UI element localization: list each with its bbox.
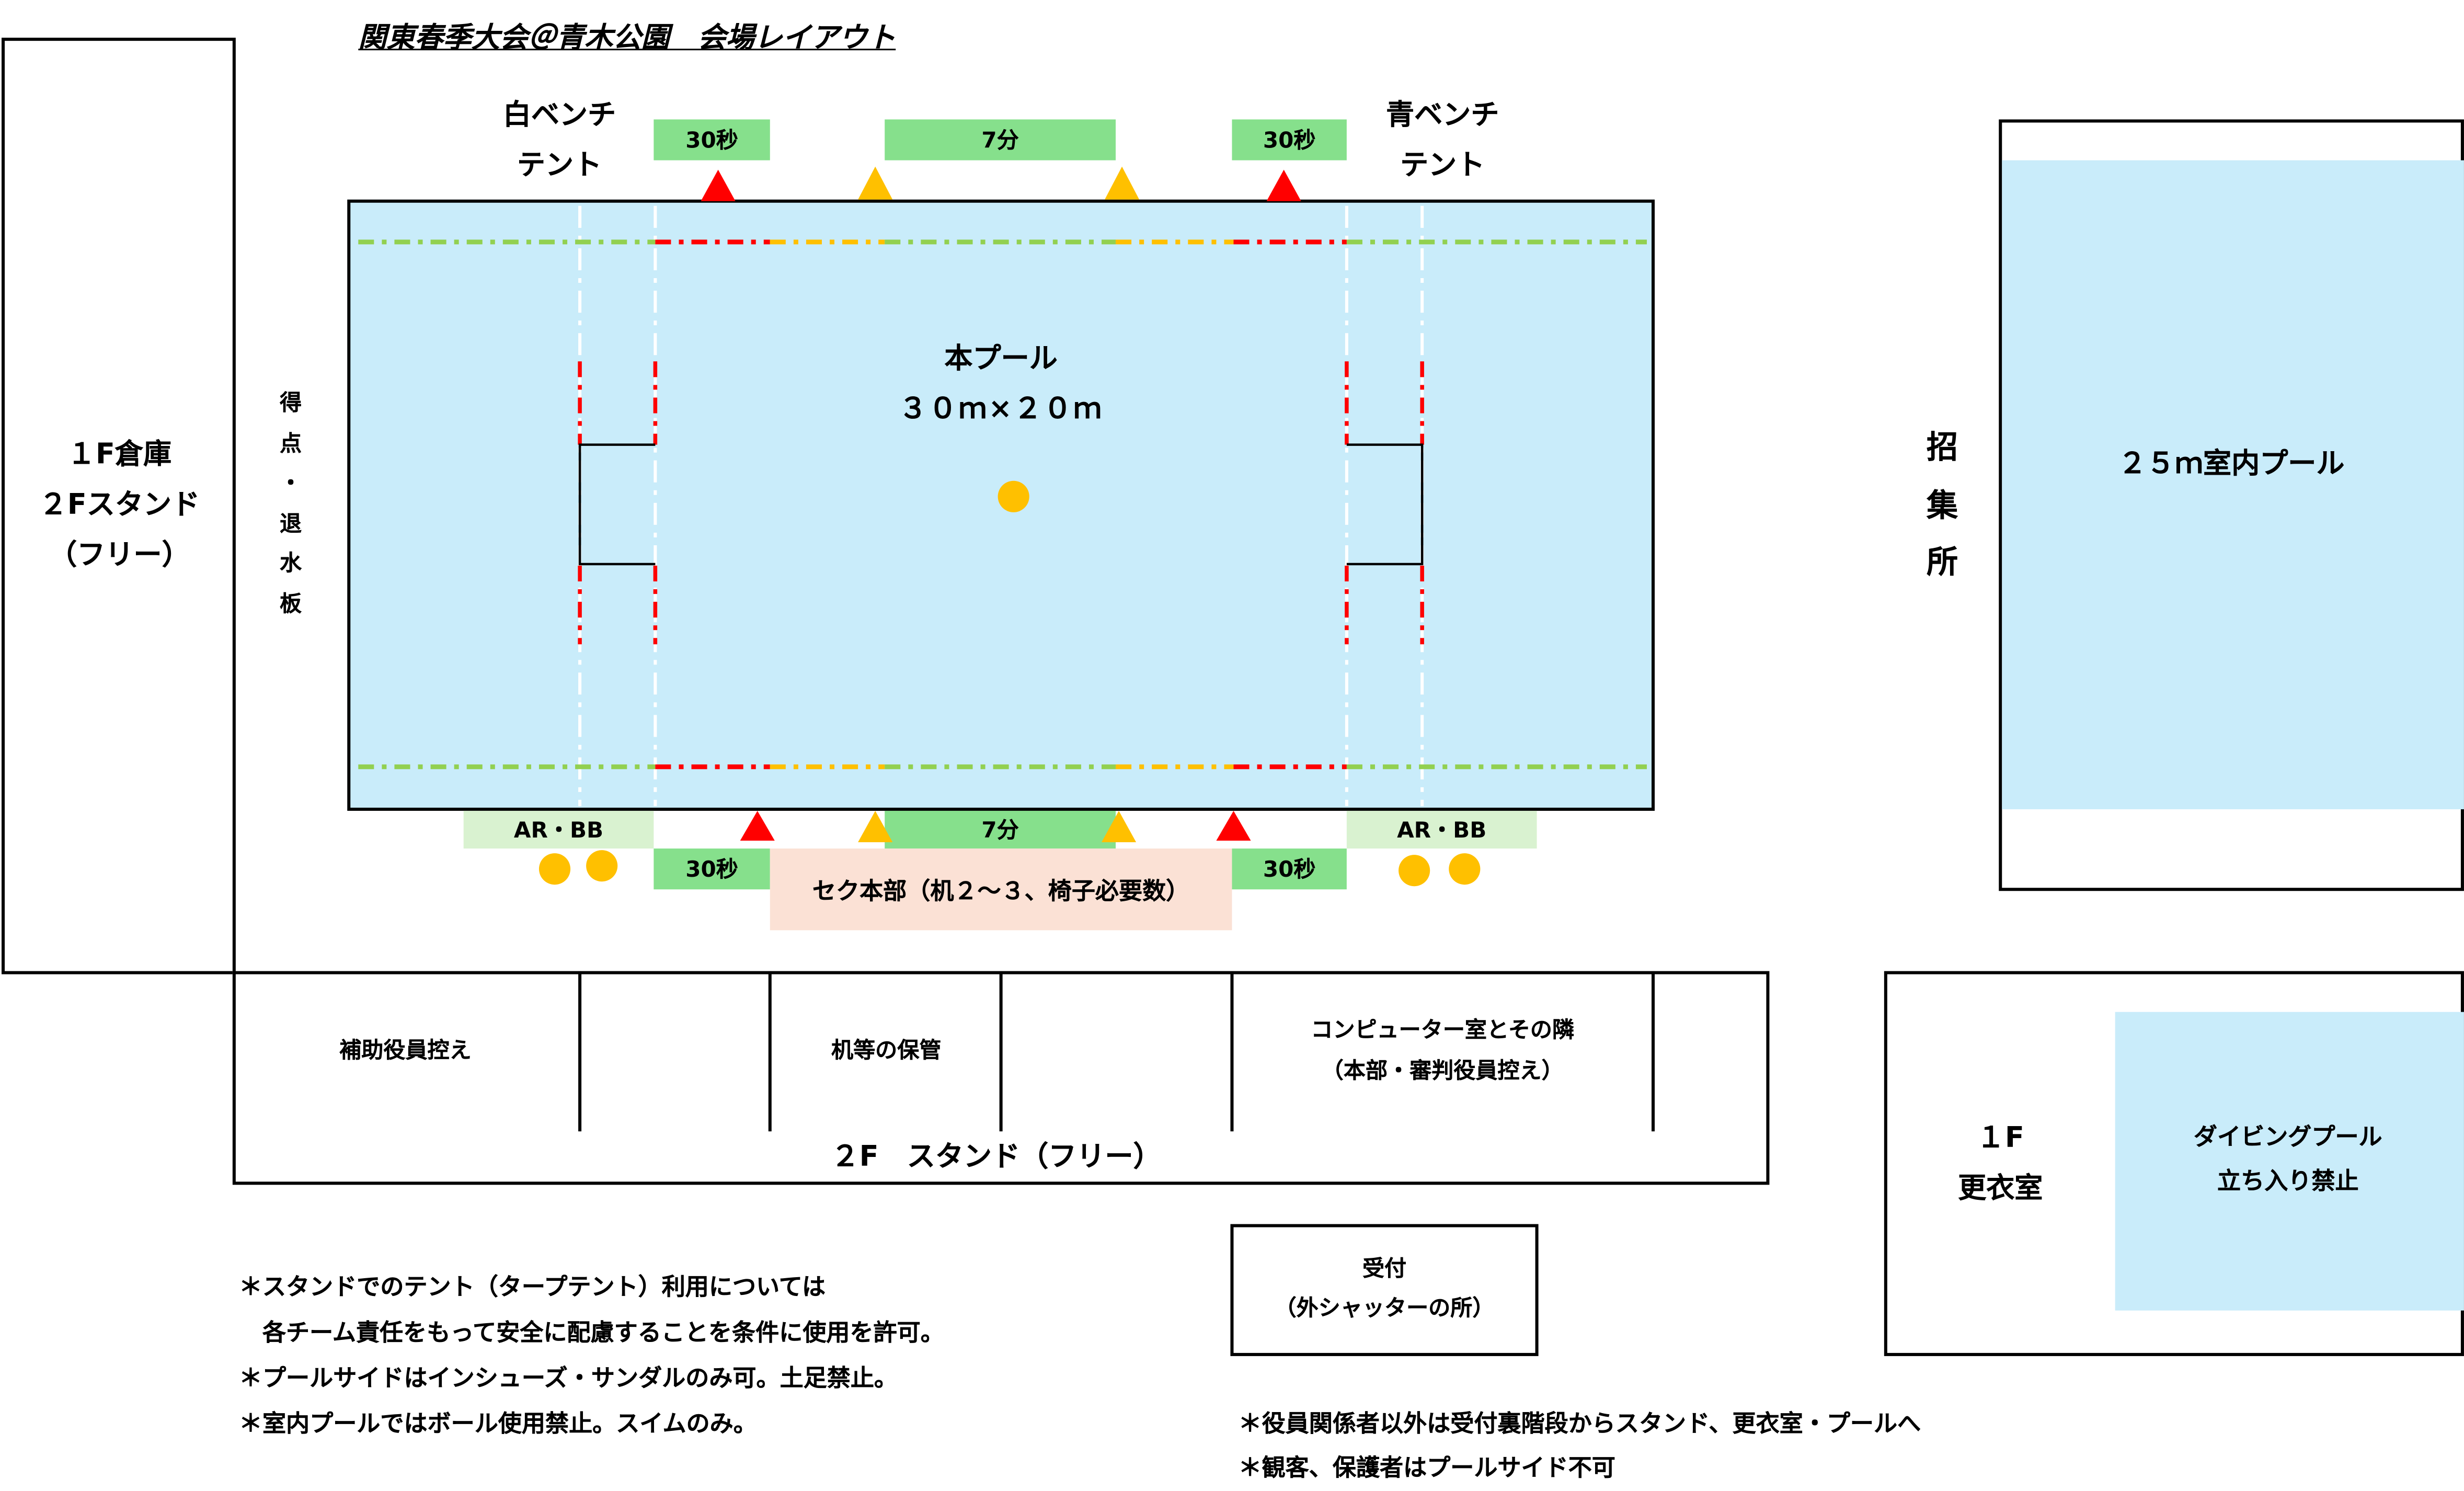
main-pool-size: ３０ｍ×２０ｍ <box>899 393 1104 426</box>
official-seat-marker <box>1449 853 1481 885</box>
white-bench-tent-label: テント <box>517 149 602 182</box>
white-bench-label: 白ベンチ <box>502 99 616 132</box>
room-divider <box>578 971 582 1132</box>
timer-30s-bottom-right: 30秒 <box>1232 848 1347 890</box>
scoreboard-label: 水 <box>280 552 302 577</box>
referee-marker-triangle <box>740 810 775 841</box>
blue-bench-label: 青ベンチ <box>1386 99 1499 132</box>
note-line: ＊室内プールではボール使用禁止。スイムのみ。 <box>238 1409 757 1438</box>
goal-judge-marker-triangle <box>1101 810 1137 843</box>
scoreboard-label: 板 <box>280 592 302 618</box>
call-area-label: 集 <box>1926 486 1958 524</box>
timer-30s-top-right: 30秒 <box>1232 119 1347 160</box>
room-divider <box>1230 971 1234 1132</box>
note-line: ＊スタンドでのテント（タープテント）利用については <box>238 1272 826 1301</box>
storage-room-label: 机等の保管 <box>831 1038 942 1064</box>
left-building-line: （フリー） <box>49 538 190 572</box>
goal-judge-marker-triangle <box>858 166 893 200</box>
goal-right <box>1346 443 1424 566</box>
official-seat-marker <box>538 853 571 885</box>
assistant-room-label: 補助役員控え <box>339 1038 472 1064</box>
call-area-label: 招 <box>1926 428 1958 466</box>
referee-marker-triangle <box>1216 810 1251 841</box>
computer-room-sublabel: （本部・審判役員控え） <box>1321 1059 1564 1084</box>
official-seat-marker <box>586 850 618 882</box>
diving-pool-restriction: 立ち入り禁止 <box>2217 1166 2359 1195</box>
official-seat-marker <box>1399 855 1430 887</box>
left-building <box>2 38 236 974</box>
diving-pool-label: ダイビングプール <box>2193 1122 2382 1151</box>
call-area-label: 所 <box>1926 543 1958 581</box>
timer-30s-top-left: 30秒 <box>654 119 770 160</box>
indoor-pool <box>2002 160 2464 809</box>
scoreboard-label: 点 <box>280 432 302 457</box>
locker-room-label: 更衣室 <box>1958 1172 2043 1206</box>
room-divider <box>1651 971 1655 1132</box>
computer-room-label: コンピューター室とその隣 <box>1311 1018 1575 1043</box>
secretariat: セク本部（机２～３、椅子必要数） <box>770 848 1232 931</box>
scoreboard-label: 退 <box>280 512 302 537</box>
reception-location: （外シャッターの所） <box>1274 1296 1495 1322</box>
left-building-line: １F倉庫 <box>67 438 172 472</box>
page-title: 関東春季大会＠青木公園 会場レイアウト <box>358 22 896 55</box>
reception-box <box>1230 1224 1539 1356</box>
main-pool-name: 本プール <box>944 342 1058 376</box>
referee-marker-triangle <box>701 169 736 201</box>
timer-7min-top: 7分 <box>885 119 1116 160</box>
scoreboard-label: 得 <box>280 391 302 417</box>
reception-label: 受付 <box>1362 1257 1407 1282</box>
note-line: 各チーム責任をもって安全に配慮することを条件に使用を許可。 <box>238 1318 944 1347</box>
timer-30s-bottom-left: 30秒 <box>654 848 770 890</box>
room-divider <box>999 971 1003 1132</box>
locker-floor-label: １F <box>1976 1122 2024 1155</box>
left-building-line: ２Fスタンド <box>39 488 200 522</box>
note-line: ＊プールサイドはインシューズ・サンダルのみ可。土足禁止。 <box>238 1363 898 1393</box>
main-pool <box>347 199 1655 811</box>
goal-judge-marker-triangle <box>858 810 893 843</box>
stand-label: ２F スタンド（フリー） <box>831 1141 1162 1174</box>
diving-pool <box>2115 1012 2464 1311</box>
room-divider <box>768 971 772 1132</box>
note-line: ＊役員関係者以外は受付裏階段からスタンド、更衣室・プールへ <box>1238 1409 1921 1438</box>
goal-left <box>578 443 656 566</box>
center-ball-marker <box>998 480 1029 512</box>
note-line: ＊観客、保護者はプールサイド不可 <box>1238 1453 1615 1482</box>
goal-judge-marker-triangle <box>1105 166 1140 200</box>
scoreboard-label: ・ <box>280 471 302 497</box>
ar-bb-left: AR・BB <box>463 810 654 849</box>
ar-bb-right: AR・BB <box>1346 810 1537 849</box>
blue-bench-tent-label: テント <box>1400 149 1485 182</box>
referee-marker-triangle <box>1266 169 1301 201</box>
timer-7min-bottom: 7分 <box>885 810 1116 849</box>
indoor-pool-label: ２５ｍ室内プール <box>2118 448 2345 481</box>
